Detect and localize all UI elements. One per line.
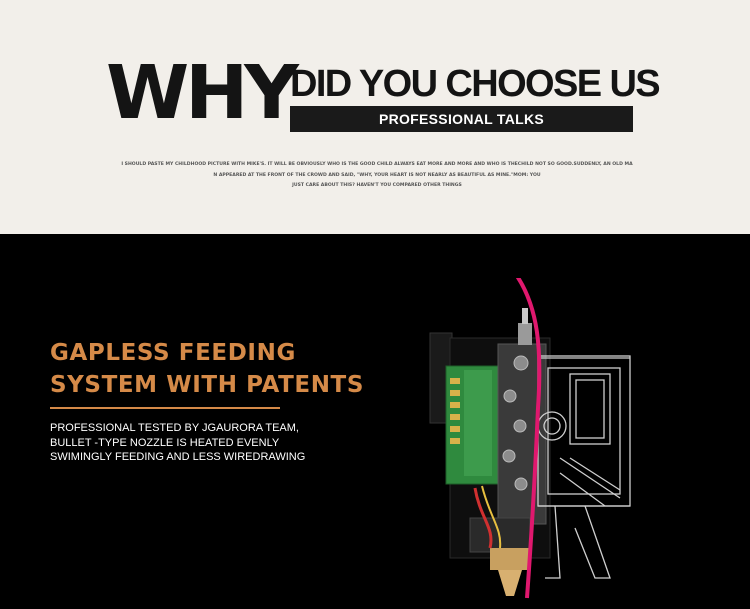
feature-title-line: GAPLESS FEEDING (50, 340, 296, 366)
blurb-line: N APPEARED AT THE FRONT OF THE CROWD AND… (213, 172, 541, 178)
subheading-bar: PROFESSIONAL TALKS (290, 106, 633, 132)
intro-blurb: I SHOULD PASTE MY CHILDHOOD PICTURE WITH… (120, 160, 634, 192)
feature-description-line: PROFESSIONAL TESTED BY JGAURORA TEAM, (50, 422, 299, 434)
extruder-nozzle-illustration (429, 278, 631, 599)
feature-description: PROFESSIONAL TESTED BY JGAURORA TEAM, BU… (50, 421, 305, 465)
feature-section: GAPLESS FEEDING SYSTEM WITH PATENTS PROF… (0, 234, 750, 609)
blurb-line: I SHOULD PASTE MY CHILDHOOD PICTURE WITH… (121, 162, 633, 167)
subheading-label: PROFESSIONAL TALKS (378, 111, 545, 127)
feature-description-line: SWIMINGLY FEEDING AND LESS WIREDRAWING (50, 451, 306, 463)
why-choose-us-header: WHY DID YOU CHOOSE US PROFESSIONAL TALKS… (0, 0, 750, 234)
blurb-line: JUST CARE ABOUT THIS? HAVEN'T YOU COMPAR… (292, 183, 462, 188)
headline: DID YOU CHOOSE US (290, 63, 661, 105)
why-heading: WHY (106, 50, 299, 136)
feature-description-line: BULLET -TYPE NOZZLE IS HEATED EVENLY (50, 436, 280, 449)
feature-title: GAPLESS FEEDING SYSTEM WITH PATENTS (50, 337, 364, 401)
feature-divider (50, 407, 280, 409)
feature-title-line: SYSTEM WITH PATENTS (50, 372, 365, 398)
